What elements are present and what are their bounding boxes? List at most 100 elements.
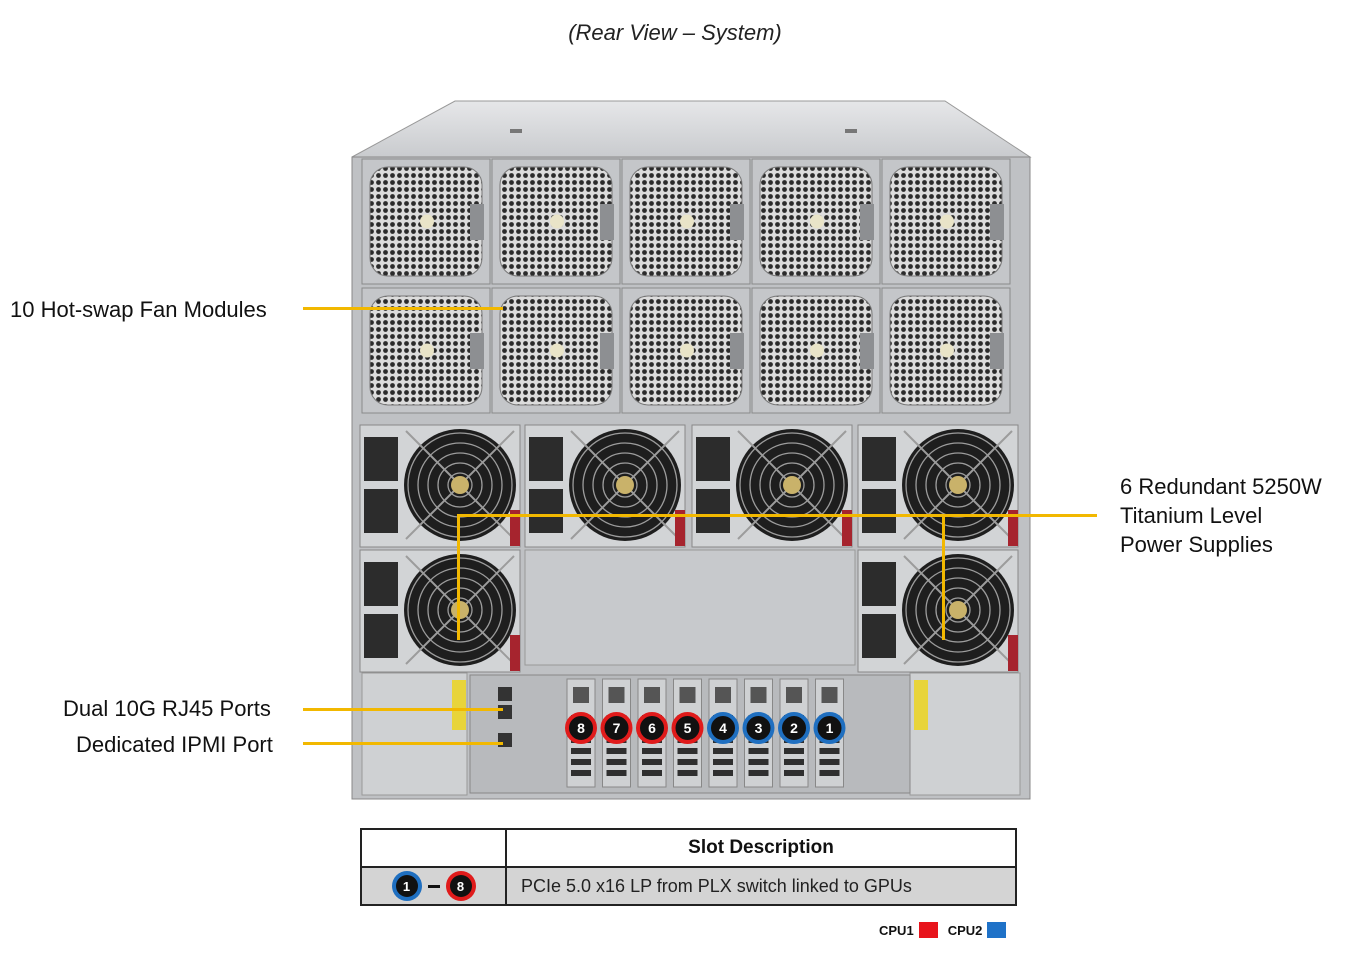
slot-badge-ring (636, 712, 668, 744)
slot-connector-icon (644, 687, 660, 703)
power-inlet-icon (529, 489, 563, 533)
power-supply (359, 549, 521, 673)
fan-hub-icon (550, 214, 564, 229)
psu-label-line1: 6 Redundant 5250W (1120, 474, 1322, 499)
psu-label-line2: Titanium Level (1120, 503, 1263, 528)
slot-number: 5 (684, 720, 692, 736)
fan-hub-icon (940, 214, 954, 229)
release-latch-icon (452, 680, 466, 730)
psu-latch-icon (675, 510, 685, 546)
fan-module (881, 287, 1011, 414)
power-supplies (359, 424, 1019, 673)
slot-badge-ring (813, 712, 846, 744)
fan-hub-icon (420, 214, 434, 229)
slot-number: 2 (790, 720, 798, 736)
power-supply (691, 424, 853, 548)
power-inlet-icon (696, 489, 730, 533)
slot-number: 6 (648, 720, 656, 736)
table-corner-cell (360, 828, 507, 868)
slot-badge-ring (778, 712, 810, 744)
fan-module (491, 287, 621, 414)
slot-badge-ring (600, 712, 633, 744)
fan-module (621, 158, 751, 285)
psu-label-line3: Power Supplies (1120, 532, 1273, 557)
power-inlet-icon (696, 437, 730, 481)
rj45-label: Dual 10G RJ45 Ports (63, 696, 271, 721)
ipmi-leader-line (303, 742, 503, 745)
fan-handle-icon (730, 204, 744, 240)
fan-handle-icon (990, 204, 1004, 240)
server-rear-view: 8 7 6 5 4 3 2 1 (351, 100, 1032, 800)
slot-number: 4 (719, 720, 727, 736)
fan-hub-icon (810, 343, 824, 358)
slot-connector-icon (750, 687, 767, 703)
power-supply (857, 549, 1019, 673)
pcie-slot-badges: 8 7 6 5 4 3 2 1 (565, 712, 846, 744)
slot-badge-end: 8 (449, 875, 472, 897)
slot-number: 1 (826, 720, 834, 736)
psu-latch-icon (510, 510, 520, 546)
page-title: (Rear View – System) (568, 20, 782, 45)
slot-connector-icon (679, 687, 696, 703)
fan-handle-icon (600, 204, 614, 240)
power-inlet-icon (364, 614, 398, 658)
power-inlet-icon (529, 437, 563, 481)
slot-number: 8 (577, 720, 585, 736)
slot-number: 3 (755, 720, 763, 736)
fan-handle-icon (860, 333, 874, 369)
fan-module (751, 158, 881, 285)
fan-hub-icon (810, 214, 824, 229)
cpu-legend: CPU1 CPU2 (879, 922, 1007, 938)
rj45-leader-line (303, 708, 503, 711)
psu-leader-line (457, 514, 1097, 517)
psu-latch-icon (1008, 635, 1018, 671)
power-supply (857, 424, 1019, 548)
fan-handle-icon (470, 204, 484, 240)
power-inlet-icon (364, 562, 398, 606)
fan-hub-icon (680, 343, 694, 358)
fan-hub-icon (550, 343, 564, 358)
legend-cpu2-swatch (987, 922, 1007, 938)
slot-number: 7 (613, 720, 621, 736)
fan-leader-line (303, 307, 503, 310)
fan-module (751, 287, 881, 414)
rj45-port-icon (498, 687, 512, 701)
release-latch-icon (914, 680, 928, 730)
fan-hub-icon (940, 343, 954, 358)
psu-latch-icon (510, 635, 520, 671)
fan-handle-icon (860, 204, 874, 240)
fan-module (621, 287, 751, 414)
slot-description-text: PCIe 5.0 x16 LP from PLX switch linked t… (505, 866, 1017, 906)
psu-leader-drop-right (942, 514, 945, 640)
range-dash (427, 884, 440, 888)
legend-cpu2-label: CPU2 (947, 922, 983, 938)
fan-module (491, 158, 621, 285)
fan-module (361, 158, 491, 285)
psu-leader-drop-left (457, 514, 460, 640)
slot-connector-icon (608, 687, 625, 703)
slot-connector-icon (821, 687, 838, 703)
ipmi-label: Dedicated IPMI Port (76, 732, 273, 757)
fan-modules (361, 158, 1011, 414)
slot-badge-ring (565, 712, 597, 744)
slot-connector-icon (573, 687, 589, 703)
power-inlet-icon (862, 489, 896, 533)
legend-cpu1-label: CPU1 (879, 922, 914, 938)
fan-modules-label: 10 Hot-swap Fan Modules (10, 297, 267, 322)
slot-badge-ring (671, 712, 704, 744)
power-inlet-icon (862, 562, 896, 606)
fan-handle-icon (470, 333, 484, 369)
fan-hub-icon (680, 214, 694, 229)
fan-module (881, 158, 1011, 285)
power-supply (359, 424, 521, 548)
power-inlet-icon (364, 437, 398, 481)
fan-handle-icon (990, 333, 1004, 369)
power-supply (524, 424, 686, 548)
psu-latch-icon (1008, 510, 1018, 546)
power-inlet-icon (862, 614, 896, 658)
fan-handle-icon (730, 333, 744, 369)
slot-badge-start: 1 (395, 875, 418, 897)
slot-connector-icon (715, 687, 731, 703)
